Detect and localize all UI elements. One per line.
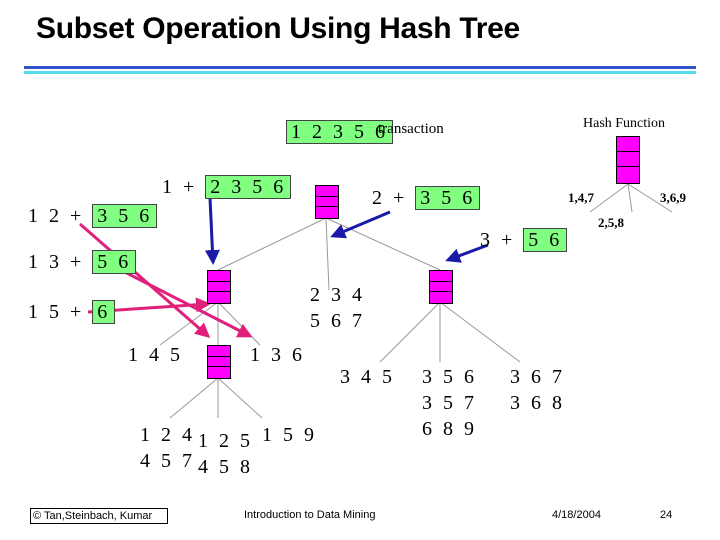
hash-branch-369: 3,6,9 [660,190,686,205]
footer-copyright: © Tan,Steinbach, Kumar [30,508,168,524]
leaf-itemset: 5 6 7 [310,310,365,332]
split-1-rest: 2 3 5 6 [205,175,292,199]
split-12-prefix: 1 2 + [28,205,85,227]
leaf-145: 1 4 5 [128,342,183,368]
hash-function-node [616,136,640,184]
leaf-itemset: 1 5 9 [262,424,317,446]
leaf-itemset: 6 8 9 [422,418,477,440]
transaction-label: transaction [378,121,444,137]
leaf-itemset: 1 2 4 [140,424,195,446]
split-15-prefix: 1 5 + [28,301,85,323]
title-rule-blue [24,66,696,69]
split-3: 3 + 5 6 [480,228,568,252]
hash-branch-258: 2,5,8 [598,215,624,230]
leaf-itemset: 1 4 5 [128,344,183,366]
leaf-itemset: 1 3 6 [250,344,305,366]
split-2: 2 + 3 5 6 [372,186,481,210]
leaf-345: 3 4 5 [340,364,395,390]
leaf-itemset: 4 5 7 [140,450,195,472]
leaf-itemset: 4 5 8 [198,456,253,478]
leaf-itemset: 3 5 6 [422,366,477,388]
split-13-prefix: 1 3 + [28,251,85,273]
split-15-rest: 6 [92,300,116,324]
leaf-125: 1 2 5 4 5 8 [198,428,253,480]
footer-course: Introduction to Data Mining [244,509,376,521]
leaf-136: 1 3 6 [250,342,305,368]
leaf-itemset: 3 4 5 [340,366,395,388]
hash-node-right [429,270,453,304]
split-1-prefix: 1 + [162,176,198,198]
hash-node-left [207,270,231,304]
leaf-356: 3 5 6 3 5 7 6 8 9 [422,364,477,442]
leaf-itemset: 3 6 8 [510,392,565,414]
leaf-itemset: 1 2 5 [198,430,253,452]
leaf-itemset: 3 6 7 [510,366,565,388]
split-3-rest: 5 6 [523,228,568,252]
blue-arrows [204,197,489,265]
tree-edges [159,183,673,419]
title-rule-cyan [24,71,696,74]
hash-node-root [315,185,339,219]
split-12-rest: 3 5 6 [92,204,158,228]
hash-node-bottom [207,345,231,379]
split-3-prefix: 3 + [480,229,516,251]
split-13-rest: 5 6 [92,250,137,274]
split-15: 1 5 + 6 [28,300,116,324]
leaf-159: 1 5 9 [262,422,317,448]
transaction-items: 1 2 3 5 6 [286,120,393,144]
leaf-367: 3 6 7 3 6 8 [510,364,565,416]
leaf-itemset: 3 5 7 [422,392,477,414]
split-12: 1 2 + 3 5 6 [28,204,158,228]
leaf-124: 1 2 4 4 5 7 [140,422,195,474]
leaf-itemset: 2 3 4 [310,284,365,306]
slide-title: Subset Operation Using Hash Tree [36,12,520,45]
footer-page: 24 [660,509,673,521]
split-2-rest: 3 5 6 [415,186,481,210]
footer-date: 4/18/2004 [552,509,601,521]
split-13: 1 3 + 5 6 [28,250,137,274]
leaf-234-567: 2 3 4 5 6 7 [310,282,365,334]
split-1: 1 + 2 3 5 6 [162,175,292,199]
split-2-prefix: 2 + [372,187,408,209]
hash-function-label: Hash Function [583,116,666,131]
hash-branch-147: 1,4,7 [568,190,594,205]
